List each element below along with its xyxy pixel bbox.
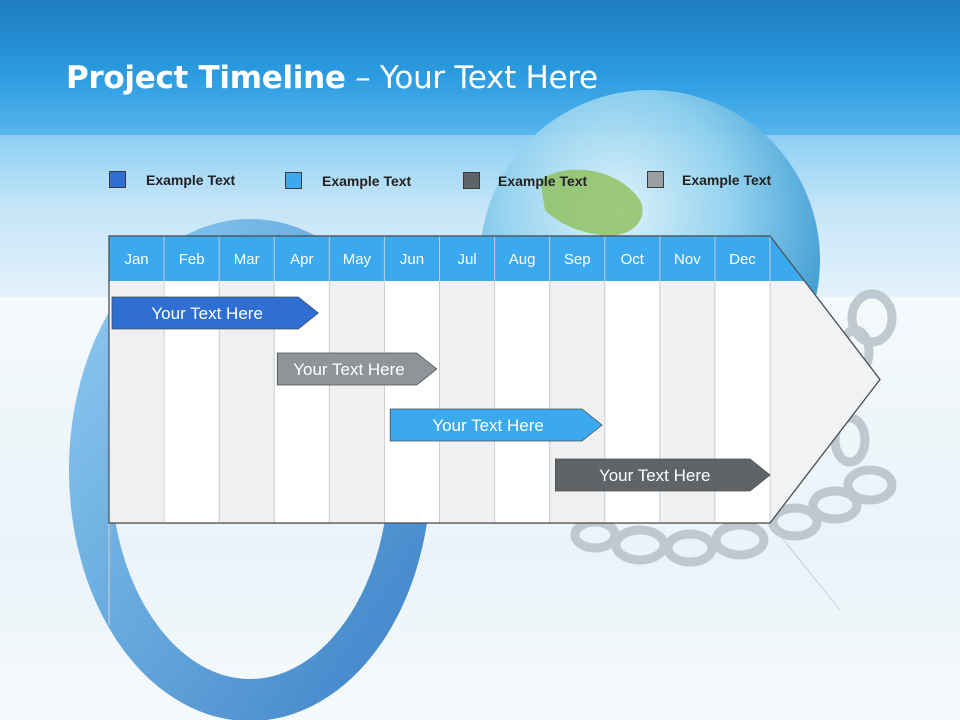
- legend-swatch: [285, 172, 302, 189]
- legend-label: Example Text: [498, 173, 588, 189]
- task-bar-label: Your Text Here: [432, 416, 544, 435]
- task-bar-arrow: [276, 352, 438, 386]
- task-bar-arrow: [389, 408, 603, 442]
- month-label: Apr: [290, 251, 313, 268]
- title-bold: Project Timeline: [66, 60, 346, 96]
- month-label: Oct: [621, 251, 645, 268]
- month-label: Feb: [179, 251, 205, 268]
- legend-label: Example Text: [146, 172, 236, 188]
- month-label: Jul: [457, 251, 476, 268]
- month-label: Jun: [400, 251, 424, 268]
- month-label: Mar: [234, 251, 260, 268]
- task-bar: Your Text Here: [276, 352, 438, 386]
- task-bar: Your Text Here: [111, 296, 319, 330]
- slide-title: Project Timeline – Your Text Here: [66, 60, 598, 96]
- month-label: May: [343, 251, 372, 268]
- month-column: [439, 281, 495, 523]
- timeline-arrow-outline: [108, 235, 881, 524]
- task-bar-label: Your Text Here: [599, 466, 711, 485]
- month-label: Sep: [564, 251, 591, 268]
- month-label: Aug: [509, 251, 536, 268]
- reflection-line: [769, 522, 841, 611]
- title-rest: – Your Text Here: [345, 60, 598, 96]
- month-column: [494, 281, 550, 523]
- month-column: [329, 281, 385, 523]
- month-label: Jan: [124, 251, 148, 268]
- task-bar: Your Text Here: [389, 408, 603, 442]
- task-bar-label: Your Text Here: [293, 360, 405, 379]
- legend-swatch: [109, 171, 126, 188]
- task-bar: Your Text Here: [555, 458, 771, 492]
- legend-swatch: [463, 172, 480, 189]
- task-bar-arrow: [555, 458, 771, 492]
- chain-icon: [570, 289, 897, 567]
- title-banner: [0, 0, 960, 135]
- month-label: Dec: [729, 251, 756, 268]
- task-bar-arrow: [111, 296, 319, 330]
- legend-label: Example Text: [682, 172, 772, 188]
- task-bar-label: Your Text Here: [151, 304, 263, 323]
- month-label: Nov: [674, 251, 701, 268]
- month-column: [384, 281, 440, 523]
- legend-label: Example Text: [322, 173, 412, 189]
- legend-swatch: [647, 171, 664, 188]
